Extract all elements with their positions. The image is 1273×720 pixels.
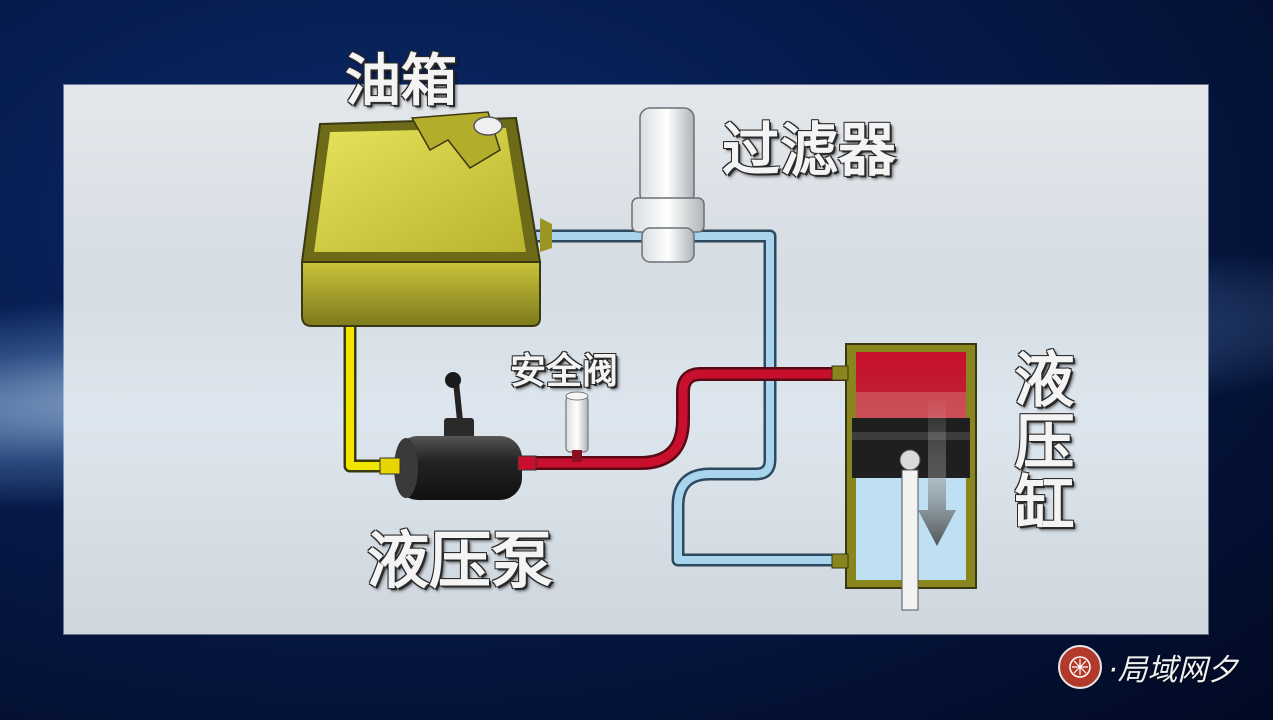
safety-valve-icon: [565, 391, 589, 462]
hydraulic-pump-icon: [379, 372, 537, 500]
suction-line: [343, 320, 392, 473]
diagram-panel: [64, 85, 1208, 634]
hydraulic-cylinder-icon: [831, 343, 977, 611]
watermark-text: ·局域网夕: [1108, 653, 1238, 688]
pressure-line: [530, 367, 850, 470]
watermark-logo-icon: [1058, 645, 1102, 689]
safety-valve-label: 安全阀: [510, 351, 619, 392]
watermark: ·局域网夕: [1058, 645, 1238, 689]
return-line: [536, 229, 850, 567]
cylinder-label: 液压缸: [1004, 348, 1074, 534]
oil-tank-icon: [300, 111, 552, 327]
pump-label: 液压泵: [367, 524, 554, 597]
oil-tank-label: 油箱: [345, 49, 457, 114]
filter-icon: [631, 107, 705, 263]
filter-label: 过滤器: [722, 116, 897, 184]
